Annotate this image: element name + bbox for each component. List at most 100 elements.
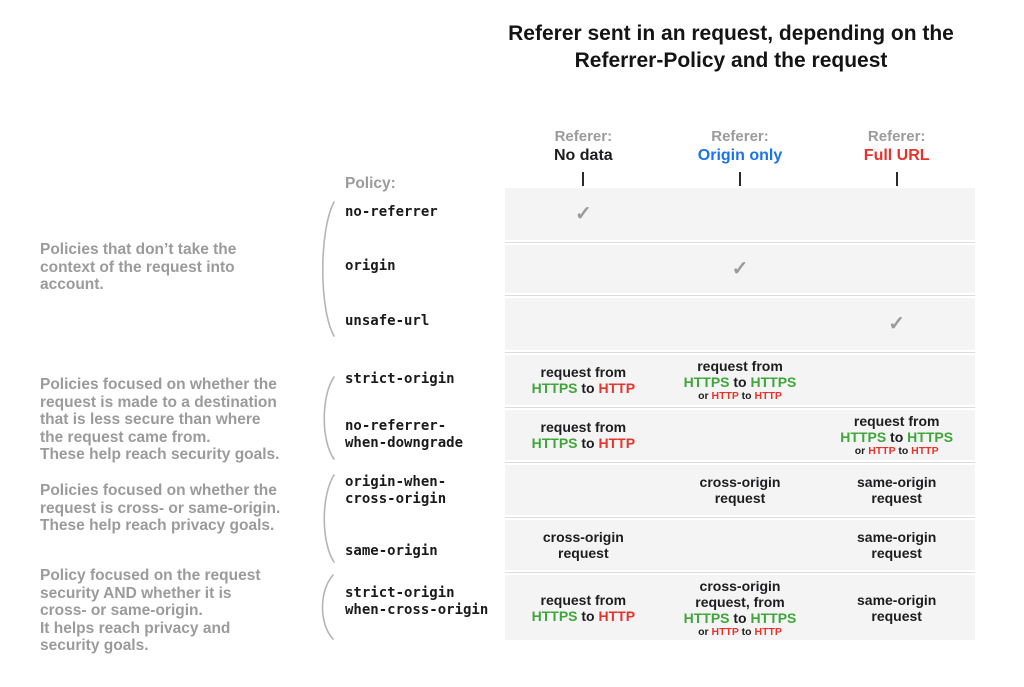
- group-brace: [323, 376, 335, 460]
- cell-text-segment: request from: [540, 591, 627, 608]
- tick-mark: [739, 172, 741, 186]
- column-headers: Referer: No data Referer: Origin only Re…: [505, 127, 975, 166]
- table-cell: [662, 188, 819, 240]
- cell-text-segment: request from: [697, 358, 783, 374]
- cell-text-segment: HTTPS: [750, 609, 797, 626]
- table-cell: [662, 410, 819, 460]
- policy-no-referrer-when-downgrade: no-referrer- when-downgrade: [345, 418, 464, 451]
- tick-slot: [818, 172, 975, 186]
- column-label-full-url: Full URL: [863, 147, 930, 164]
- cell-line: cross-origin: [543, 529, 624, 545]
- cell-line: HTTPS to HTTP: [532, 435, 635, 451]
- cell-line: HTTPS to HTTPS: [684, 610, 797, 626]
- tick-mark: [895, 172, 898, 186]
- cell-text-segment: to: [577, 380, 599, 396]
- cell-text-segment: HTTP: [598, 607, 636, 624]
- cell-text-segment: HTTP: [711, 390, 739, 402]
- row-separator: [505, 460, 975, 465]
- annotation-security-goals: Policies focused on whether the request …: [40, 376, 280, 463]
- tick-mark: [582, 172, 585, 186]
- table-cell: [505, 245, 662, 293]
- row-separator: [505, 350, 975, 355]
- annotation-privacy-goals: Policies focused on whether the request …: [40, 482, 281, 534]
- cell-line: request from: [541, 419, 627, 435]
- annotation-no-context: Policies that don’t take the context of …: [40, 241, 237, 293]
- row-separator: [505, 240, 975, 245]
- policy-strict-origin: strict-origin: [345, 371, 455, 387]
- table-row-no-referrer: ✓: [505, 188, 975, 240]
- cell-text-segment: HTTP: [598, 435, 636, 451]
- cell-line: request: [715, 490, 766, 506]
- cell-text-segment: or: [698, 625, 712, 638]
- cell-text-segment: HTTP: [711, 625, 739, 638]
- cell-text-segment: to: [729, 609, 751, 626]
- table-cell: [505, 465, 662, 515]
- cell-text-segment: HTTPS: [531, 380, 578, 396]
- cell-text-segment: HTTP: [911, 445, 939, 457]
- cell-text-segment: to: [886, 429, 908, 445]
- row-separator: [505, 293, 975, 298]
- policy-column-label: Policy:: [345, 175, 396, 192]
- column-label-no-data: No data: [554, 147, 613, 164]
- tick-slot: [662, 172, 819, 186]
- cell-line: request from: [541, 364, 627, 380]
- cell-text-segment: same-origin: [857, 474, 937, 490]
- cell-line: HTTPS to HTTP: [532, 608, 635, 624]
- cell-line: request from: [697, 358, 783, 374]
- cell-text-segment: request from: [540, 364, 627, 380]
- cell-text-segment: same-origin: [857, 591, 937, 608]
- referer-prefix: Referer:: [554, 128, 613, 145]
- column-tick-marks: [505, 172, 975, 186]
- cell-text-segment: to: [577, 435, 599, 451]
- cell-text-segment: request: [558, 545, 609, 561]
- table-cell: [818, 355, 975, 405]
- group-brace: [321, 201, 335, 337]
- cell-line: HTTPS to HTTP: [532, 380, 635, 396]
- cell-text-segment: cross-origin: [699, 474, 781, 490]
- cell-text-segment: to: [738, 390, 755, 402]
- group-brace: [321, 574, 334, 640]
- cell-text-segment: to: [729, 374, 751, 390]
- cell-line: cross-origin: [700, 474, 781, 490]
- table-row-origin: ✓: [505, 245, 975, 293]
- cell-text-segment: same-origin: [857, 529, 937, 545]
- cell-text-segment: or: [854, 445, 869, 457]
- cell-line: same-origin: [857, 529, 936, 545]
- policy-origin-when-cross-origin: origin-when- cross-origin: [345, 474, 447, 507]
- row-separator: [505, 570, 975, 575]
- checkmark-icon: ✓: [731, 258, 749, 280]
- cell-text-segment: request: [714, 490, 766, 506]
- cell-text-segment: request from: [540, 419, 627, 435]
- table-cell: [662, 298, 819, 350]
- cell-text-segment: HTTP: [868, 445, 896, 457]
- cell-text-segment: HTTPS: [907, 429, 954, 445]
- cell-text-segment: cross-origin: [699, 577, 781, 594]
- cell-text-segment: HTTPS: [840, 429, 887, 445]
- column-header-origin-only: Referer: Origin only: [662, 127, 819, 166]
- policy-same-origin: same-origin: [345, 543, 438, 559]
- cell-text-segment: request: [871, 490, 922, 506]
- cell-text-segment: HTTP: [598, 380, 636, 396]
- policy-origin: origin: [345, 258, 396, 274]
- checkmark-icon: ✓: [574, 203, 592, 225]
- policy-unsafe-url: unsafe-url: [345, 313, 430, 329]
- referer-prefix: Referer:: [867, 128, 926, 145]
- cell-line: same-origin: [857, 592, 936, 608]
- annotation-privacy-and-security-goals: Policy focused on the request security A…: [40, 567, 261, 654]
- table-cell: ✓: [505, 188, 662, 240]
- cell-line: request: [871, 608, 922, 624]
- column-label-origin-only: Origin only: [697, 147, 783, 164]
